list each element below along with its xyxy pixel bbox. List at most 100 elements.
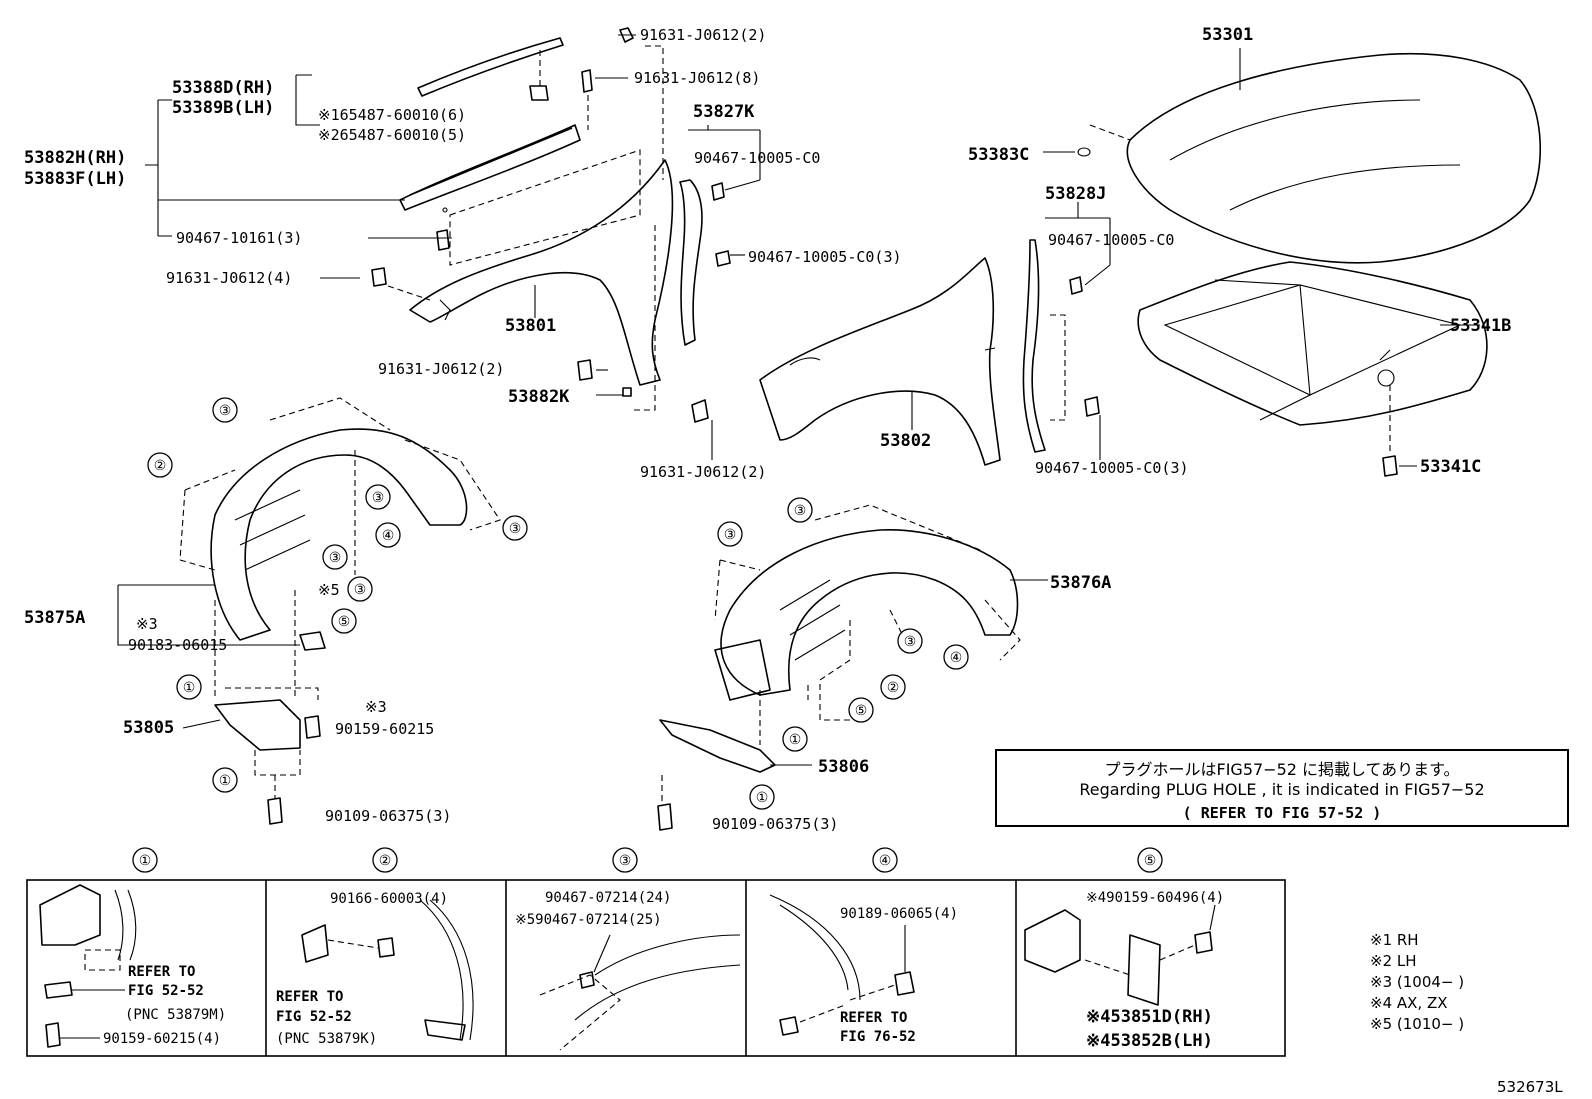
label-53341b: 53341B xyxy=(1450,316,1511,336)
label-90467-10005-c0-3b: 90467-10005-C0(3) xyxy=(1035,459,1189,477)
legend-item: ※5 (1010− ) xyxy=(1370,1015,1465,1033)
label-53882h: 53882H(RH) xyxy=(24,148,126,168)
label-53806: 53806 xyxy=(818,757,869,777)
callout-1: ① xyxy=(789,732,802,748)
callout-3: ③ xyxy=(794,503,807,519)
label-91631-j0612-2a: 91631-J0612(2) xyxy=(640,26,766,44)
hood xyxy=(1077,48,1542,264)
label-90467-10005-c0-a: 90467-10005-C0 xyxy=(694,149,820,167)
label-53802: 53802 xyxy=(880,431,931,451)
label-65487-60010-5: ※265487-60010(5) xyxy=(318,126,466,144)
hood-insulator xyxy=(1137,261,1488,477)
label-90467-10005-c0-3a: 90467-10005-C0(3) xyxy=(748,248,902,266)
label-53876a: 53876A xyxy=(1050,573,1111,593)
callout-3: ③ xyxy=(372,490,385,506)
label-53883f: 53883F(LH) xyxy=(24,169,126,189)
label-65487-60010-6: ※165487-60010(6) xyxy=(318,106,466,124)
label-53827k: 53827K xyxy=(693,102,755,122)
label-90183-06015: 90183-06015 xyxy=(128,636,227,654)
panel-53805 xyxy=(182,687,321,825)
callout-5: ⑤ xyxy=(855,703,868,719)
p4-part: 90189-06065(4) xyxy=(840,906,958,922)
callout-2: ② xyxy=(887,680,900,696)
liner-53876a xyxy=(714,504,1048,745)
figure-number: 532673L xyxy=(1497,1078,1563,1096)
callout-1: ① xyxy=(219,773,232,789)
label-91631-j0612-2b: 91631-J0612(2) xyxy=(378,360,504,378)
label-91631-j0612-2c: 91631-J0612(2) xyxy=(640,463,766,481)
plug-hole-note: プラグホールはFIG57−52 に掲載してあります。 Regarding PLU… xyxy=(995,749,1569,827)
label-53882k: 53882K xyxy=(508,387,570,407)
p1-refer: REFER TO xyxy=(128,964,195,980)
panel-callout-4: ④ xyxy=(879,853,892,869)
middle-part-labels: 53875A ※3 90183-06015 53805 ※3 90159-602… xyxy=(24,573,1111,833)
label-53389b: 53389B(LH) xyxy=(172,98,274,118)
label-53341c: 53341C xyxy=(1420,457,1481,477)
label-90109-06375-b: 90109-06375(3) xyxy=(712,815,838,833)
p3-part2: ※590467-07214(25) xyxy=(515,912,662,928)
callout-1: ① xyxy=(183,680,196,696)
p2-pnc: (PNC 53879K) xyxy=(276,1031,377,1047)
label-91631-j0612-8: 91631-J0612(8) xyxy=(634,69,760,87)
callout-5: ⑤ xyxy=(338,614,351,630)
legend-item: ※1 RH xyxy=(1370,931,1419,949)
bracket-53827k xyxy=(679,125,761,346)
panel-callout-1: ① xyxy=(139,853,152,869)
callout-3: ③ xyxy=(724,527,737,543)
panel-callout-2: ② xyxy=(379,853,392,869)
p4-refer: REFER TO xyxy=(840,1010,907,1026)
top-part-labels: 91631-J0612(2) 91631-J0612(8) 53827K 533… xyxy=(24,25,1511,481)
label-90467-10005-c0-b: 90467-10005-C0 xyxy=(1048,231,1174,249)
legend-item: ※4 AX, ZX xyxy=(1370,994,1448,1012)
label-note3b: ※3 xyxy=(365,698,387,716)
fender-rail xyxy=(399,124,581,213)
callout-4: ④ xyxy=(950,650,963,666)
callout-2: ② xyxy=(154,458,167,474)
label-91631-j0612-4: 91631-J0612(4) xyxy=(166,269,292,287)
callout-3: ③ xyxy=(904,634,917,650)
legend-item: ※3 (1004− ) xyxy=(1370,973,1465,991)
p3-part1: 90467-07214(24) xyxy=(545,890,671,906)
legend-item: ※2 LH xyxy=(1370,952,1417,970)
plug-note-ref: ( REFER TO FIG 57-52 ) xyxy=(1182,804,1382,822)
label-90159-60215: 90159-60215 xyxy=(335,720,434,738)
label-90467-10161: 90467-10161(3) xyxy=(176,229,302,247)
label-note5: ※5 xyxy=(318,581,340,599)
p4-fig: FIG 76-52 xyxy=(840,1029,916,1045)
label-53828j: 53828J xyxy=(1045,184,1106,204)
callout-4: ④ xyxy=(382,528,395,544)
label-53801: 53801 xyxy=(505,316,556,336)
detail-panel-labels: REFER TO FIG 52-52 (PNC 53879M) 90159-60… xyxy=(103,890,1224,1051)
label-53805: 53805 xyxy=(123,718,174,738)
callout-3: ③ xyxy=(219,403,232,419)
callout-3: ③ xyxy=(354,582,367,598)
detail-panels: ① ② ③ ④ ⑤ xyxy=(26,847,1286,1057)
p1-part: 90159-60215(4) xyxy=(103,1031,221,1047)
bracket-tree xyxy=(145,74,405,237)
panel-callout-3: ③ xyxy=(619,853,632,869)
label-53388d: 53388D(RH) xyxy=(172,78,274,98)
plug-note-en: Regarding PLUG HOLE , it is indicated in… xyxy=(1079,780,1485,799)
p5-rh: ※453851D(RH) xyxy=(1086,1007,1213,1027)
bracket-53828j xyxy=(1022,202,1111,460)
panel-53806 xyxy=(657,719,812,831)
p5-part: ※490159-60496(4) xyxy=(1086,890,1224,906)
panel-callout-5: ⑤ xyxy=(1144,853,1157,869)
p5-lh: ※453852B(LH) xyxy=(1086,1031,1213,1051)
plug-note-jp: プラグホールはFIG57−52 に掲載してあります。 xyxy=(1104,760,1460,779)
fender-lh xyxy=(409,149,674,411)
label-53875a: 53875A xyxy=(24,608,85,628)
p2-fig: FIG 52-52 xyxy=(276,1009,352,1025)
fender-rh xyxy=(759,257,1001,466)
label-53301: 53301 xyxy=(1202,25,1253,45)
label-53383c: 53383C xyxy=(968,145,1029,165)
p1-pnc: (PNC 53879M) xyxy=(125,1007,226,1023)
liner-53875a xyxy=(117,397,501,700)
label-90109-06375-a: 90109-06375(3) xyxy=(325,807,451,825)
callout-digits: ③ ② ③ ④ ③ ③ ③ ⑤ ① ① ③ ③ ③ ④ ② ⑤ ① ① xyxy=(154,403,963,806)
molding-strip xyxy=(417,37,564,101)
p2-refer: REFER TO xyxy=(276,989,343,1005)
p2-part: 90166-60003(4) xyxy=(330,891,448,907)
callout-3: ③ xyxy=(509,521,522,537)
